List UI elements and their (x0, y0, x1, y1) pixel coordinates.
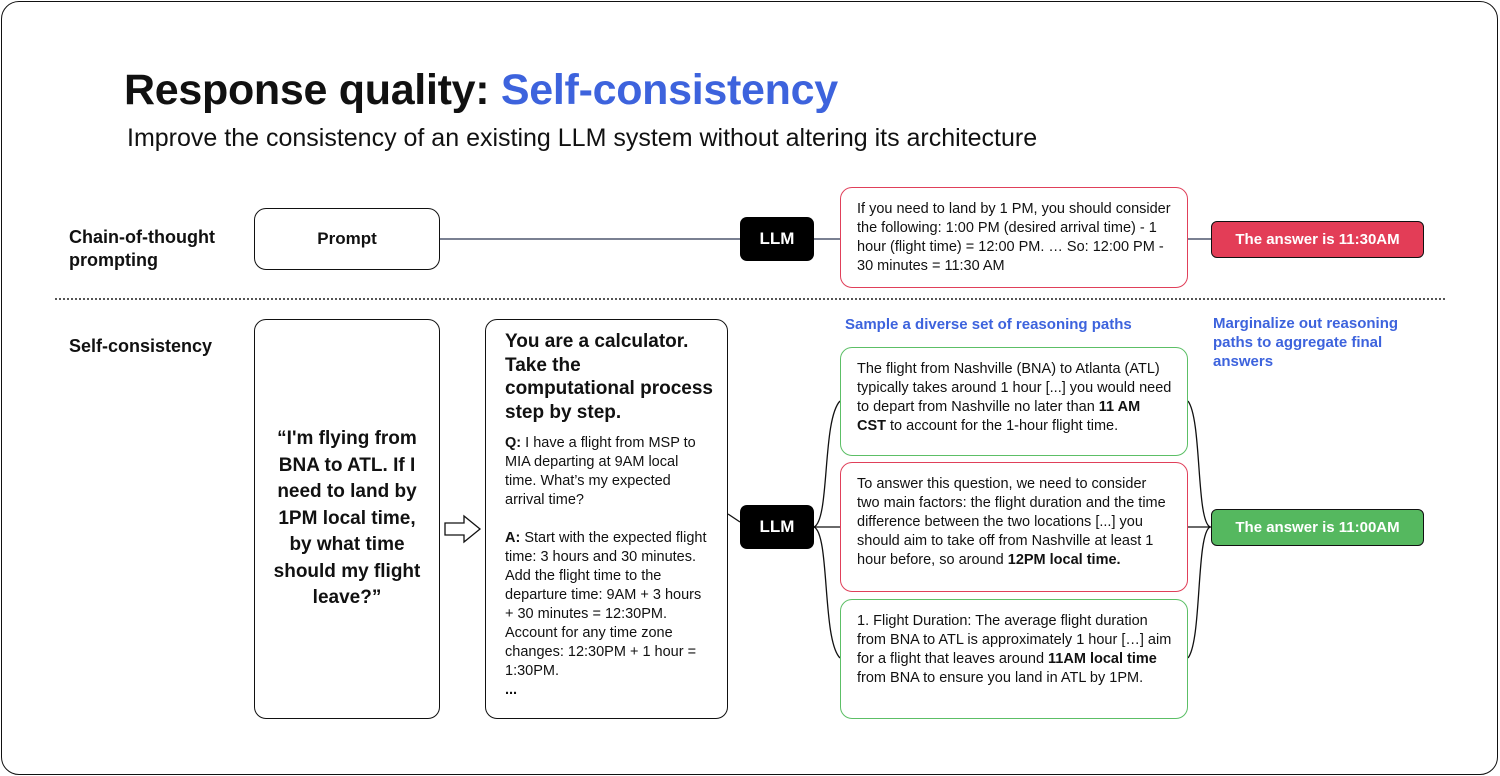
page-subtitle: Improve the consistency of an existing L… (127, 124, 1038, 152)
row-label-self-consistency: Self-consistency (69, 336, 213, 356)
reasoning-path-2: To answer this question, we need to cons… (840, 462, 1188, 592)
page-title: Response quality: Self-consistency (124, 66, 838, 115)
calculator-question: Q: I have a flight from MSP to MIA depar… (505, 434, 713, 510)
row-label-chain-of-thought: Chain-of-thought prompting (69, 226, 215, 272)
section-divider (55, 298, 1445, 300)
calculator-prompt-box: You are a calculator. Take the computati… (485, 319, 728, 719)
cot-answer-badge: The answer is 11:30AM (1211, 221, 1424, 258)
path-1-text-after: to account for the 1-hour flight time. (886, 418, 1119, 434)
path-2-text: To answer this question, we need to cons… (857, 476, 1166, 568)
path-2-bold: 12PM local time. (1007, 552, 1121, 568)
path-3-bold: 11AM local time (1048, 651, 1157, 667)
calculator-answer: A: Start with the expected flight time: … (505, 529, 713, 681)
sample-paths-note: Sample a diverse set of reasoning paths (845, 316, 1132, 333)
llm-node-cot: LLM (740, 217, 814, 261)
self-consistency-answer-badge: The answer is 11:00AM (1211, 509, 1424, 546)
calculator-heading: You are a calculator. Take the computati… (505, 331, 713, 423)
reasoning-path-1: The flight from Nashville (BNA) to Atlan… (840, 347, 1188, 456)
path-1-bold: 11 AM CST (857, 399, 1141, 434)
row-label-line1: Chain-of-thought (69, 227, 215, 247)
q-label: Q: (505, 435, 522, 451)
llm-node-self-consistency: LLM (740, 505, 814, 549)
a-text: Start with the expected flight time: 3 h… (505, 530, 707, 679)
reasoning-path-3: 1. Flight Duration: The average flight d… (840, 599, 1188, 719)
path-3-text-after: from BNA to ensure you land in ATL by 1P… (857, 670, 1144, 686)
calculator-ellipsis: ... (505, 682, 518, 698)
cot-reasoning-box: If you need to land by 1 PM, you should … (840, 187, 1188, 288)
path-1-text: The flight from Nashville (BNA) to Atlan… (857, 361, 1172, 415)
row-label-line2: prompting (69, 250, 158, 270)
a-label: A: (505, 530, 521, 546)
right-arrow-icon (444, 514, 482, 544)
marginalize-note: Marginalize out reasoning paths to aggre… (1213, 315, 1399, 370)
q-text: I have a flight from MSP to MIA departin… (505, 435, 696, 508)
title-prefix: Response quality: (124, 66, 501, 114)
question-box: “I'm flying from BNA to ATL. If I need t… (254, 319, 440, 719)
title-accent: Self-consistency (500, 66, 838, 114)
path-3-text: 1. Flight Duration: The average flight d… (857, 613, 1172, 667)
prompt-box: Prompt (254, 208, 440, 270)
